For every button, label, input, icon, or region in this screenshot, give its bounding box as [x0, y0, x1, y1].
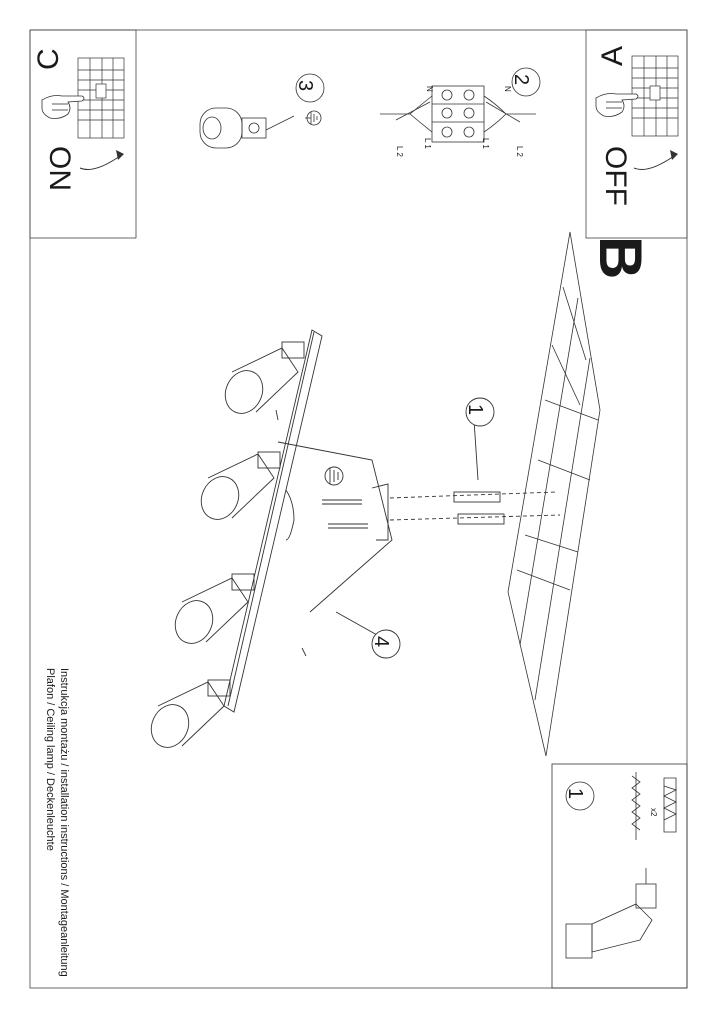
panel-c-letter: C [32, 48, 65, 70]
wire-l1-left: L 1 [423, 138, 432, 149]
hand-pointer-icon [595, 93, 639, 117]
ceiling-grid [507, 231, 601, 757]
step-1-kit-label: 1 [564, 788, 586, 800]
step-1-badge [465, 397, 495, 427]
circuit-breaker-icon [77, 57, 125, 139]
step-2-figure [380, 67, 541, 143]
wall-plug-icon [453, 491, 505, 525]
panel-c-state: ON [43, 146, 76, 191]
wire-l1-right: L 1 [481, 138, 490, 149]
step-4-label: 4 [370, 636, 392, 648]
panel-kit [551, 763, 688, 989]
panel-c [29, 29, 137, 239]
ceiling-lamp [150, 329, 561, 748]
kit-quantity: x2 [649, 808, 658, 817]
step-4-badge [371, 629, 401, 659]
step-3-badge [295, 73, 325, 103]
circuit-breaker-icon [631, 55, 679, 137]
panel-a [585, 29, 688, 239]
screw-icon [631, 772, 641, 840]
caption-subtitle: Plafon / Ceiling lamp / Deckenleuchte [44, 668, 56, 851]
caption-title: Instrukcja montażu / installation instru… [58, 668, 70, 977]
wire-l2-right: L 2 [515, 146, 524, 157]
ground-symbol-icon [324, 466, 344, 486]
spotlight-shade [200, 451, 281, 520]
outer-frame [29, 29, 688, 989]
wire-l2-left: L 2 [395, 146, 404, 157]
hand-pointer-icon [41, 95, 85, 119]
curved-arrow-icon [79, 155, 121, 170]
step-1-label: 1 [464, 404, 486, 416]
drill-icon [565, 868, 657, 959]
step-3-figure [199, 73, 325, 149]
step-2-label: 2 [510, 74, 532, 86]
screw-icon [275, 409, 307, 657]
mounting-bar [223, 329, 323, 713]
step-1-kit-badge [565, 781, 595, 811]
step-3-label: 3 [294, 80, 316, 92]
spotlight-shade [150, 679, 231, 748]
step-2-badge [511, 67, 541, 97]
mounting-bracket [371, 483, 389, 541]
wall-plug-icon [663, 777, 678, 833]
curved-arrow-icon [633, 155, 675, 170]
spotlight-shade [174, 573, 255, 644]
panel-a-state: OFF [599, 146, 632, 206]
screw-icon [322, 499, 368, 529]
ground-symbol-icon [305, 110, 322, 126]
panel-b-letter: B [587, 236, 654, 280]
wire-n-left: N [425, 86, 434, 92]
spotlight-shade [224, 341, 305, 414]
wire-n-right: N [503, 86, 512, 92]
panel-a-letter: A [596, 45, 629, 66]
